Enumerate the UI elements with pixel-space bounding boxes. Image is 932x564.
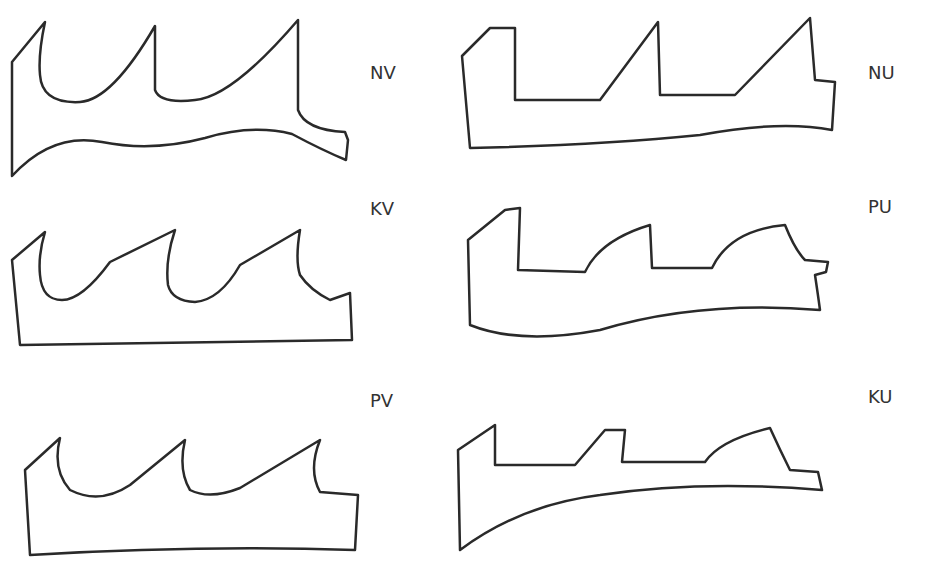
profile-code: NV: [370, 64, 396, 82]
profile-code: NU: [868, 64, 895, 82]
tooth-profile: [462, 18, 835, 148]
tooth-profile: [468, 208, 828, 336]
profile-code: KV: [370, 200, 394, 218]
profile-code: PV: [370, 392, 393, 410]
tooth-profile: [12, 20, 348, 176]
profile-code: PU: [868, 198, 892, 216]
tooth-profile: [25, 438, 358, 555]
tooth-profile: [458, 425, 822, 550]
tooth-profile: [12, 230, 352, 345]
profile-code: KU: [868, 388, 893, 406]
